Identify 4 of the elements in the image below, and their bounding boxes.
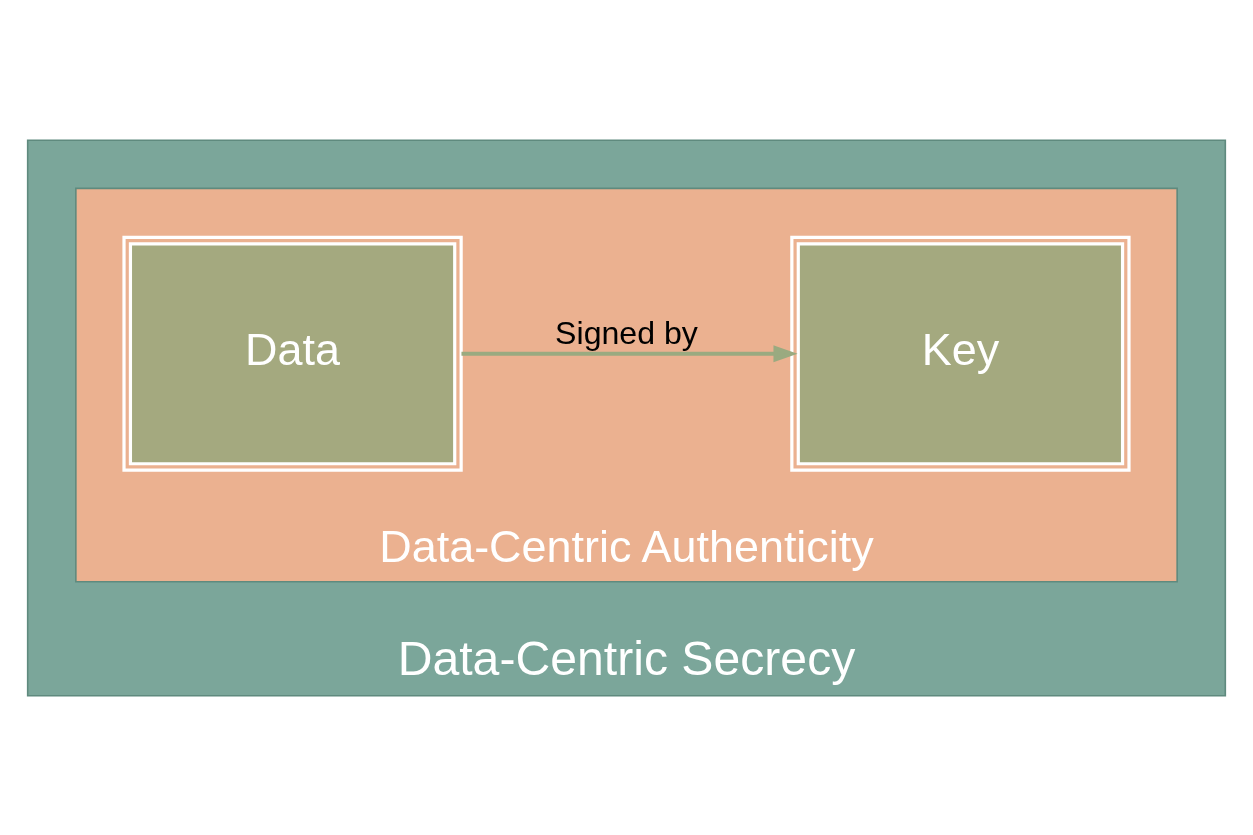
- edge-label: Signed by: [555, 314, 698, 351]
- arrow: [461, 344, 798, 362]
- node-box: Key: [790, 235, 1131, 472]
- node-box: Data: [122, 235, 463, 472]
